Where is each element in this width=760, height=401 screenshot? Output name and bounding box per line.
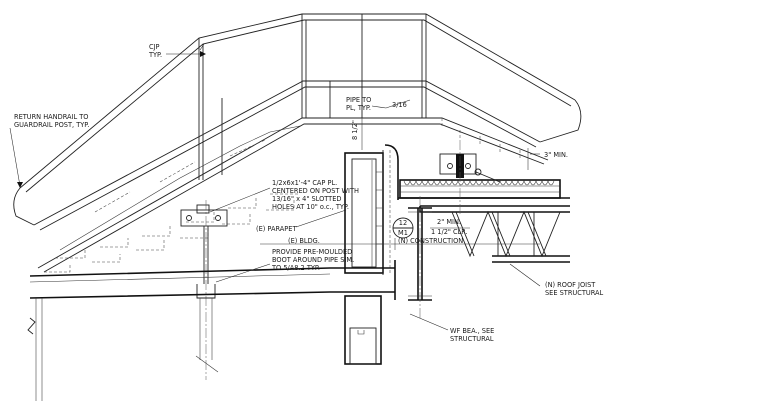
wf-beam <box>408 196 432 320</box>
leader-lines <box>9 43 541 331</box>
new-roof-deck <box>398 179 570 207</box>
annotation-text: CJP TYP. RETURN HANDRAIL TO GUARDRAIL PO… <box>14 43 604 343</box>
cap-plate-right <box>439 140 501 215</box>
cjp-label-2: TYP. <box>148 51 162 59</box>
cap-pl-label-4: HOLES AT 10" o.c., TYP. <box>272 203 349 211</box>
existing-parapet <box>344 144 399 365</box>
boot-label-2: BOOT AROUND PIPE SIM. <box>272 256 354 264</box>
dim-8-half-label: 8 1/2" <box>351 120 359 140</box>
cap-pl-label-1: 1/2x6x1'-4" CAP PL. <box>272 179 337 187</box>
pipe-to-pl-label-1: PIPE TO <box>346 96 371 104</box>
cap-pl-label-3: 13/16" x 4" SLOTTED <box>272 195 341 203</box>
boot-label-1: PROVIDE PRE-MOULDED <box>272 248 352 256</box>
cap-plate-left <box>180 200 228 380</box>
stair-stringers <box>37 117 549 273</box>
guardrail-left-flight <box>13 13 582 231</box>
detail-sheet: M1 <box>398 229 408 237</box>
dim-3-min-label: 3" MIN. <box>544 151 568 159</box>
wf-beam-label-1: WF BEA., SEE <box>450 327 494 335</box>
cap-pl-label-2: CENTERED ON POST WITH <box>272 187 359 195</box>
bldg-label: (E) BLDG. <box>288 237 320 245</box>
roof-joist-label-2: SEE STRUCTURAL <box>545 289 604 297</box>
pipe-to-pl-label-2: PL, TYP. <box>346 104 371 112</box>
dim-1-half-clr-label: 1 1/2" CLR. <box>431 228 468 236</box>
dim-2-min-label: 2" MIN. <box>437 218 461 226</box>
wf-beam-label-2: STRUCTURAL <box>450 335 494 343</box>
detail-callout: 12 M1 <box>392 217 414 239</box>
roof-joist-label-1: (N) ROOF JOIST <box>545 281 596 289</box>
detail-number: 12 <box>399 219 407 227</box>
cjp-label-1: CJP <box>149 43 160 51</box>
boot-label-3: TO 5/A8.2 TYP. <box>271 264 320 272</box>
weld-size-label: 3/16 <box>392 101 407 109</box>
parapet-label: (E) PARAPET <box>256 225 297 233</box>
existing-building-slab <box>27 260 396 401</box>
construction-label: (N) CONSTRUCTION <box>398 237 463 245</box>
return-handrail-label-1: RETURN HANDRAIL TO <box>14 113 88 121</box>
return-handrail-label-2: GUARDRAIL POST, TYP. <box>14 121 89 129</box>
